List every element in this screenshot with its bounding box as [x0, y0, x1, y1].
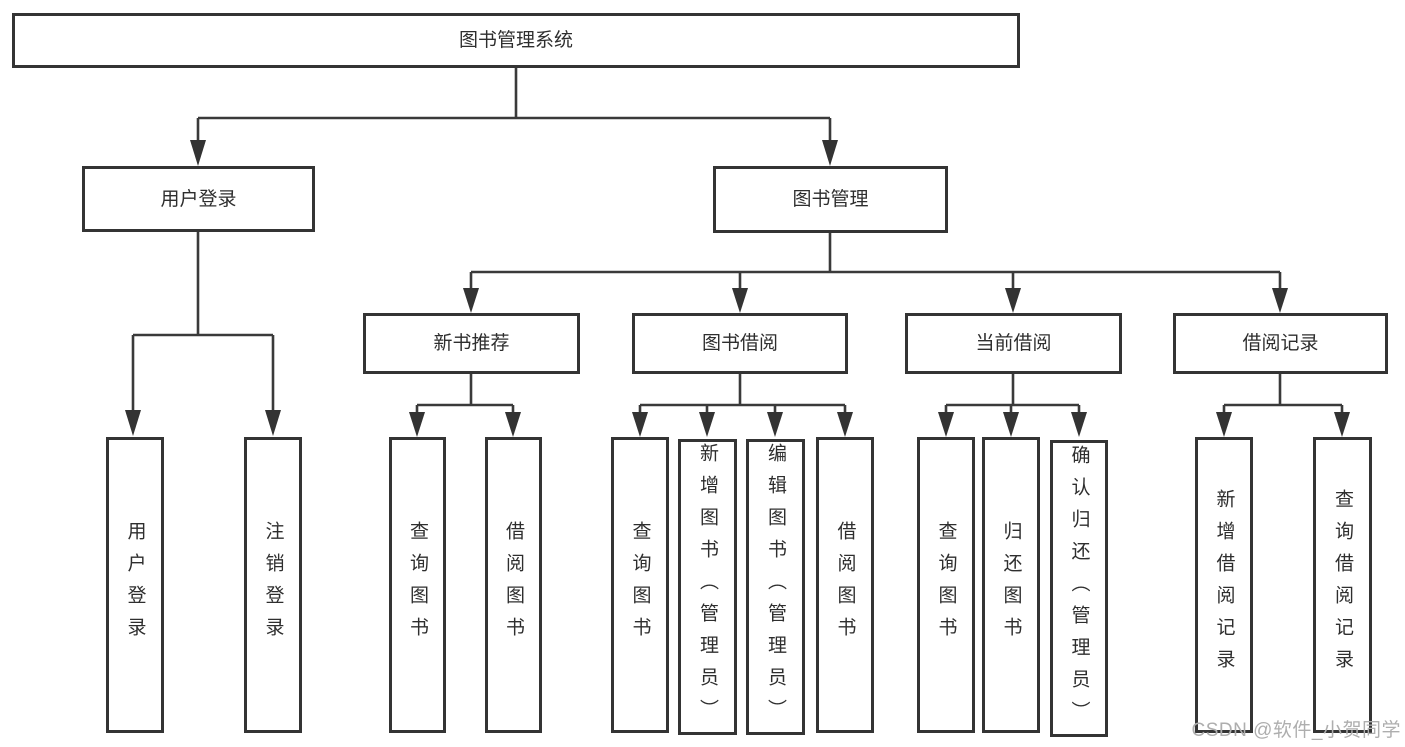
leaf-records-query-record: 查询借阅记录 — [1313, 437, 1372, 733]
connector-book-borrow-group — [632, 374, 853, 437]
node-new-book-rec-label: 新书推荐 — [433, 333, 510, 354]
leaf-borrow-borrow-books: 借阅图书 — [816, 437, 874, 733]
leaf-newrec-query-books-label: 查询图书 — [407, 521, 428, 649]
connector-root-to-level2 — [190, 68, 838, 166]
leaf-records-add-record: 新增借阅记录 — [1195, 437, 1253, 733]
leaf-newrec-query-books: 查询图书 — [389, 437, 446, 733]
leaf-newrec-borrow-books: 借阅图书 — [485, 437, 542, 733]
leaf-current-confirm-return-admin-label: 确认归还（管理员） — [1068, 444, 1090, 733]
leaf-logout-label: 注销登录 — [262, 521, 284, 649]
leaf-current-confirm-return-admin: 确认归还（管理员） — [1050, 440, 1108, 737]
node-user-login-label: 用户登录 — [160, 188, 237, 210]
node-user-login: 用户登录 — [82, 166, 315, 232]
node-root-system: 图书管理系统 — [12, 13, 1020, 68]
leaf-newrec-borrow-books-label: 借阅图书 — [503, 521, 524, 649]
node-root-system-label: 图书管理系统 — [458, 30, 573, 51]
leaf-records-query-record-label: 查询借阅记录 — [1332, 489, 1353, 681]
node-book-borrow-label: 图书借阅 — [701, 333, 778, 354]
node-borrow-records-label: 借阅记录 — [1242, 333, 1319, 354]
leaf-borrow-borrow-books-label: 借阅图书 — [834, 521, 856, 649]
leaf-current-query-books-label: 查询图书 — [935, 521, 957, 649]
leaf-current-return-books-label: 归还图书 — [1000, 521, 1022, 649]
node-book-borrow: 图书借阅 — [632, 313, 848, 374]
leaf-logout: 注销登录 — [244, 437, 302, 733]
leaf-current-return-books: 归还图书 — [982, 437, 1040, 733]
node-book-mgmt-label: 图书管理 — [792, 189, 869, 210]
leaf-records-add-record-label: 新增借阅记录 — [1213, 489, 1235, 681]
connector-new-book-group — [409, 374, 521, 437]
leaf-borrow-add-books-admin: 新增图书（管理员） — [678, 439, 737, 735]
connector-borrow-records-group — [1216, 374, 1350, 437]
leaf-borrow-edit-books-admin: 编辑图书（管理员） — [746, 439, 805, 735]
connector-current-borrow-group — [938, 374, 1087, 437]
leaf-borrow-query-books-label: 查询图书 — [629, 521, 651, 649]
leaf-user-login: 用户登录 — [106, 437, 164, 733]
leaf-borrow-query-books: 查询图书 — [611, 437, 669, 733]
leaf-borrow-add-books-admin-label: 新增图书（管理员） — [697, 443, 718, 731]
node-borrow-records: 借阅记录 — [1173, 313, 1388, 374]
node-new-book-rec: 新书推荐 — [363, 313, 580, 374]
node-current-borrow: 当前借阅 — [905, 313, 1122, 374]
connector-book-mgmt-to-level3 — [463, 233, 1288, 313]
leaf-current-query-books: 查询图书 — [917, 437, 975, 733]
connector-user-login-group — [125, 232, 281, 436]
leaf-user-login-label: 用户登录 — [124, 521, 146, 649]
node-current-borrow-label: 当前借阅 — [975, 333, 1052, 354]
node-book-mgmt: 图书管理 — [713, 166, 948, 233]
leaf-borrow-edit-books-admin-label: 编辑图书（管理员） — [765, 443, 786, 731]
